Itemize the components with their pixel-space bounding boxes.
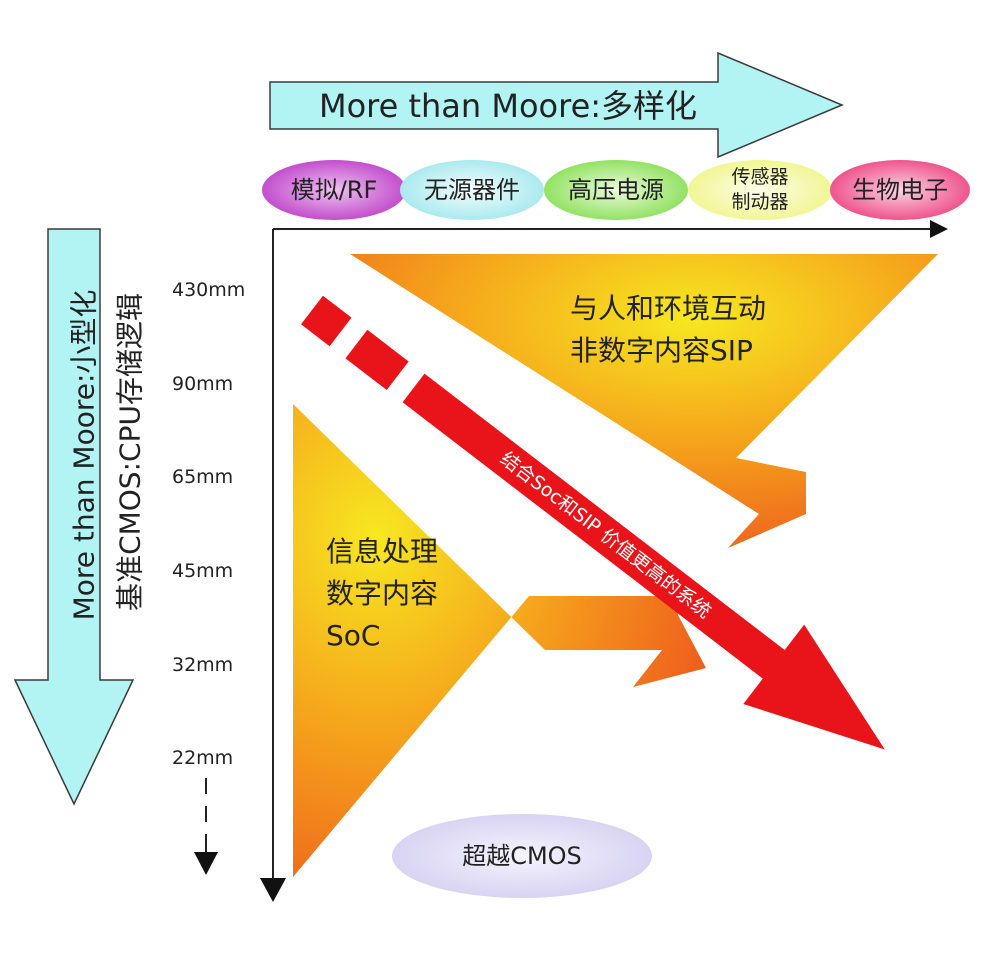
scale-arrowhead [194,852,218,875]
category-row: 模拟/RF 无源器件 高压电源 传感器 制动器 生物电子 [262,160,970,220]
category-pill-sensors-actuators: 传感器 制动器 [688,160,832,220]
lower-block-line3: SoC [326,619,380,652]
axes [260,220,948,902]
header-arrow-label: More than Moore:多样化 [319,87,697,125]
process-node-scale: 430mm 90mm 65mm 45mm 32mm 22mm [172,279,245,875]
header-arrow: More than Moore:多样化 [269,51,844,159]
upper-block-line1: 与人和环境互动 [570,292,766,325]
vertical-axis-arrowhead [260,878,286,902]
left-arrow-sublabel: 基准CMOS:CPU存储逻辑 [114,293,147,611]
scale-label-32mm: 32mm [172,654,233,676]
beyond-cmos: 超越CMOS [392,814,652,898]
lower-soc-block: 信息处理 数字内容 SoC [293,404,706,877]
category-pill-label-line2: 制动器 [731,191,788,213]
category-pill-bioelectronics: 生物电子 [830,160,970,220]
category-pill-analog-rf: 模拟/RF [262,160,406,220]
diagonal-dash [301,295,352,347]
lower-soc-shape [293,404,706,877]
upper-sip-shape [350,254,938,548]
scale-label-90mm: 90mm [172,373,233,395]
upper-sip-block: 与人和环境互动 非数字内容SIP [350,254,938,548]
beyond-cmos-ellipse [392,814,652,898]
category-pill-label: 模拟/RF [291,176,378,204]
category-pill-passive-devices: 无源器件 [400,160,544,220]
horizontal-axis-arrowhead [930,220,948,238]
category-pill-label: 高压电源 [568,176,664,204]
scale-label-430mm: 430mm [172,279,245,301]
category-pill-label-line1: 传感器 [731,166,788,188]
left-arrow: More than Moore:小型化 [13,228,135,806]
diagonal-dash [345,329,409,391]
beyond-cmos-label: 超越CMOS [462,842,582,870]
lower-block-line1: 信息处理 [326,535,438,568]
left-arrow-label: More than Moore:小型化 [68,290,101,621]
diagonal-arrow-shape [402,373,885,750]
category-pill-label: 无源器件 [424,176,520,204]
lower-block-line2: 数字内容 [326,577,438,610]
category-pill-label: 生物电子 [852,176,948,204]
category-pill-high-voltage-power: 高压电源 [544,160,688,220]
scale-label-65mm: 65mm [172,466,233,488]
scale-label-22mm: 22mm [172,747,233,769]
scale-label-45mm: 45mm [172,560,233,582]
upper-block-line2: 非数字内容SIP [570,334,753,367]
